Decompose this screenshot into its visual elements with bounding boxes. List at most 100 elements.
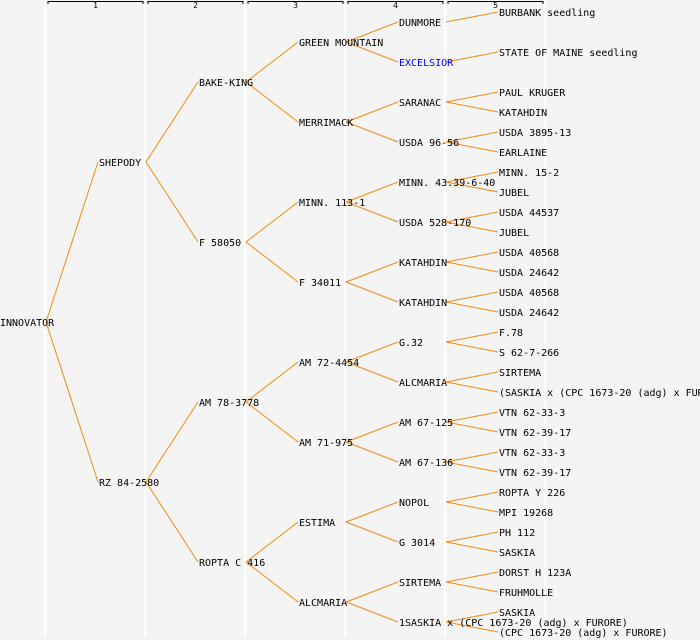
pedigree-edge — [245, 521, 299, 563]
pedigree-node-gen-2[interactable]: ROPTA C 416 — [199, 558, 265, 569]
pedigree-edge — [445, 141, 499, 153]
pedigree-node-gen-4[interactable]: AM 67-125 — [399, 418, 453, 429]
pedigree-node-gen-5[interactable]: USDA 24642 — [499, 268, 559, 279]
pedigree-node-gen-5[interactable]: EARLAINE — [499, 148, 547, 159]
pedigree-node-gen-5[interactable]: MPI 19268 — [499, 508, 553, 519]
pedigree-node-gen-5[interactable]: BURBANK seedling — [499, 8, 595, 19]
pedigree-edge — [445, 251, 499, 263]
generation-bracket — [47, 1, 144, 4]
pedigree-node-gen-5[interactable]: JUBEL — [499, 188, 529, 199]
pedigree-edge — [345, 181, 399, 203]
pedigree-node-gen-4[interactable]: ALCMARIA — [399, 378, 447, 389]
pedigree-edge — [445, 101, 499, 113]
pedigree-edge — [445, 181, 499, 193]
pedigree-node-gen-3[interactable]: MERRIMACK — [299, 118, 353, 129]
pedigree-node-gen-5[interactable]: VTN 62-33-3 — [499, 448, 565, 459]
pedigree-node-gen-4[interactable]: MINN. 43.39-6-40 — [399, 178, 495, 189]
pedigree-node-gen-5[interactable]: USDA 40568 — [499, 248, 559, 259]
pedigree-edge — [145, 401, 199, 483]
pedigree-node-gen-4[interactable]: DUNMORE — [399, 18, 441, 29]
generation-separators — [44, 0, 546, 637]
pedigree-node-gen-5[interactable]: PAUL KRUGER — [499, 88, 566, 99]
pedigree-node-gen-0[interactable]: INNOVATOR — [0, 318, 55, 329]
pedigree-node-gen-5[interactable]: JUBEL — [499, 228, 529, 239]
pedigree-edge — [445, 91, 499, 103]
pedigree-node-gen-5[interactable]: ROPTA Y 226 — [499, 488, 565, 499]
pedigree-node-gen-5[interactable]: FRUHMOLLE — [499, 588, 553, 599]
pedigree-node-gen-5[interactable]: VTN 62-39-17 — [499, 428, 571, 439]
pedigree-node-gen-1[interactable]: RZ 84-2580 — [99, 478, 159, 489]
pedigree-edge — [445, 571, 499, 583]
pedigree-edge — [445, 541, 499, 553]
pedigree-edge — [445, 301, 499, 313]
pedigree-node-gen-3[interactable]: GREEN MOUNTAIN — [299, 38, 383, 49]
pedigree-edge — [245, 201, 299, 243]
pedigree-node-gen-5[interactable]: KATAHDIN — [499, 108, 547, 119]
pedigree-node-gen-2[interactable]: F 58050 — [199, 238, 241, 249]
pedigree-edge — [445, 221, 499, 233]
pedigree-node-gen-4[interactable]: G.32 — [399, 338, 423, 349]
pedigree-edge — [245, 241, 299, 283]
pedigree-node-gen-5[interactable]: MINN. 15-2 — [499, 168, 559, 179]
generation-bracket — [247, 1, 344, 4]
pedigree-node-gen-5[interactable]: USDA 3895-13 — [499, 128, 571, 139]
pedigree-edge — [445, 531, 499, 543]
pedigree-node-gen-3[interactable]: ESTIMA — [299, 518, 335, 529]
pedigree-edge — [445, 11, 499, 23]
pedigree-node-gen-5[interactable]: SIRTEMA — [499, 368, 541, 379]
pedigree-node-gen-5[interactable]: VTN 62-39-17 — [499, 468, 571, 479]
pedigree-node-gen-3[interactable]: MINN. 113-1 — [299, 198, 365, 209]
pedigree-node-gen-4[interactable]: USDA 528-170 — [399, 218, 471, 229]
pedigree-node-gen-2[interactable]: BAKE-KING — [199, 78, 253, 89]
pedigree-edge — [245, 361, 299, 403]
pedigree-edge — [345, 121, 399, 143]
pedigree-node-gen-5[interactable]: USDA 44537 — [499, 208, 559, 219]
pedigree-edge — [445, 411, 499, 423]
pedigree-node-gen-5[interactable]: (CPC 1673-20 (adg) x FURORE) — [499, 628, 668, 639]
pedigree-node-gen-1[interactable]: SHEPODY — [99, 158, 141, 169]
pedigree-node-gen-4[interactable]: EXCELSIOR — [399, 58, 454, 69]
pedigree-node-gen-4[interactable]: USDA 96-56 — [399, 138, 459, 149]
pedigree-edge — [245, 561, 299, 603]
pedigree-edge — [345, 101, 399, 123]
pedigree-node-gen-5[interactable]: S 62-7-266 — [499, 348, 559, 359]
pedigree-edge — [145, 81, 199, 163]
pedigree-node-gen-4[interactable]: G 3014 — [399, 538, 435, 549]
pedigree-node-gen-5[interactable]: USDA 24642 — [499, 308, 559, 319]
pedigree-node-gen-4[interactable]: 1SASKIA x (CPC 1673-20 (adg) x FURORE) — [399, 618, 628, 629]
pedigree-edge — [445, 261, 499, 273]
pedigree-edge — [445, 501, 499, 513]
pedigree-node-gen-3[interactable]: AM 71-975 — [299, 438, 353, 449]
pedigree-node-gen-5[interactable]: (SASKIA x (CPC 1673-20 (adg) x FURORE)) — [499, 388, 700, 399]
pedigree-edge — [445, 51, 499, 63]
pedigree-node-gen-4[interactable]: KATAHDIN — [399, 258, 447, 269]
pedigree-node-gen-5[interactable]: F.78 — [499, 328, 523, 339]
pedigree-edge — [445, 331, 499, 343]
pedigree-node-gen-3[interactable]: ALCMARIA — [299, 598, 347, 609]
pedigree-edge — [445, 611, 499, 623]
generation-number: 4 — [393, 1, 398, 10]
pedigree-edge — [445, 381, 499, 393]
pedigree-node-gen-5[interactable]: STATE OF MAINE seedling — [499, 48, 637, 59]
pedigree-node-gen-5[interactable]: USDA 40568 — [499, 288, 559, 299]
pedigree-node-gen-4[interactable]: SIRTEMA — [399, 578, 441, 589]
pedigree-node-gen-4[interactable]: KATAHDIN — [399, 298, 447, 309]
pedigree-node-gen-5[interactable]: PH 112 — [499, 528, 535, 539]
pedigree-node-gen-3[interactable]: AM 72-4454 — [299, 358, 359, 369]
pedigree-node-gen-5[interactable]: DORST H 123A — [499, 568, 571, 579]
pedigree-node-gen-2[interactable]: AM 78-3778 — [199, 398, 259, 409]
pedigree-node-gen-4[interactable]: SARANAC — [399, 98, 441, 109]
pedigree-node-gen-5[interactable]: SASKIA — [499, 608, 535, 619]
pedigree-node-gen-5[interactable]: SASKIA — [499, 548, 535, 559]
pedigree-edge — [445, 341, 499, 353]
pedigree-node-gen-5[interactable]: VTN 62-33-3 — [499, 408, 565, 419]
pedigree-edge — [245, 41, 299, 83]
pedigree-node-gen-4[interactable]: NOPOL — [399, 498, 429, 509]
pedigree-edge — [445, 171, 499, 183]
pedigree-node-gen-4[interactable]: AM 67-136 — [399, 458, 453, 469]
pedigree-node-gen-3[interactable]: F 34011 — [299, 278, 341, 289]
pedigree-edge — [45, 161, 99, 323]
pedigree-edge — [445, 131, 499, 143]
